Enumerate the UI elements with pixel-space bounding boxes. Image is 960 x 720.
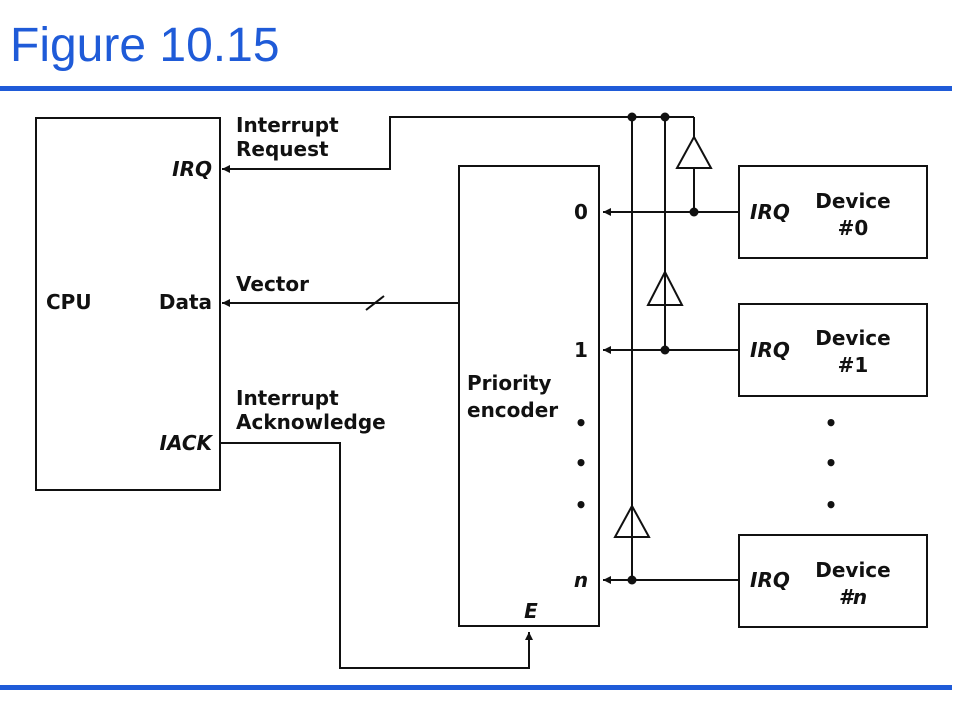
vector-label: Vector [236,272,309,296]
device-n-name: Device [815,558,890,582]
encoder-input-0: 0 [574,200,588,224]
priority-encoder-box [458,165,600,627]
top-rule [0,86,952,91]
device-0-irq: IRQ [750,200,790,224]
priority-label: Priority [467,371,551,395]
cpu-data-label: Data [159,290,212,314]
buffer-1-triangle [646,269,684,306]
junction-dot [627,575,637,585]
interrupt-acknowledge-line [220,442,533,669]
device-ellipsis-dot: • [825,451,838,475]
interrupt-label: Interrupt [236,113,339,137]
request-label: Request [236,137,329,161]
junction-dot [627,112,637,122]
device-n-irq: IRQ [750,568,790,592]
buffer-n-triangle [613,503,651,538]
encoder-input-n: n [574,568,588,592]
device-1-number: #1 [838,353,869,377]
encoder-ellipsis-dot: • [575,493,588,517]
buffer-0-triangle [675,134,713,169]
device-n-number: #n [839,585,867,609]
figure-title: Figure 10.15 [10,19,280,72]
device-ellipsis-dot: • [825,493,838,517]
junction-dot [689,207,699,217]
device-0-name: Device [815,189,890,213]
encoder-input-1: 1 [574,338,588,362]
junction-dot [660,112,670,122]
encoder-ellipsis-dot: • [575,411,588,435]
cpu-iack-label: IACK [160,431,214,455]
cpu-box [35,117,221,491]
encoder-label: encoder [467,398,558,422]
device-0-number: #0 [838,216,869,240]
interrupt-request-line [222,116,632,173]
bus-slash [365,295,385,311]
device-1-irq: IRQ [750,338,790,362]
interrupt-ack-label: Interrupt [236,386,339,410]
bottom-rule [0,685,952,690]
junction-dot [660,345,670,355]
cpu-label: CPU [46,290,92,314]
encoder-enable-label: E [524,599,538,623]
cpu-irq-label: IRQ [172,157,212,181]
device-ellipsis-dot: • [825,411,838,435]
acknowledge-label: Acknowledge [236,410,386,434]
encoder-ellipsis-dot: • [575,451,588,475]
device-1-name: Device [815,326,890,350]
